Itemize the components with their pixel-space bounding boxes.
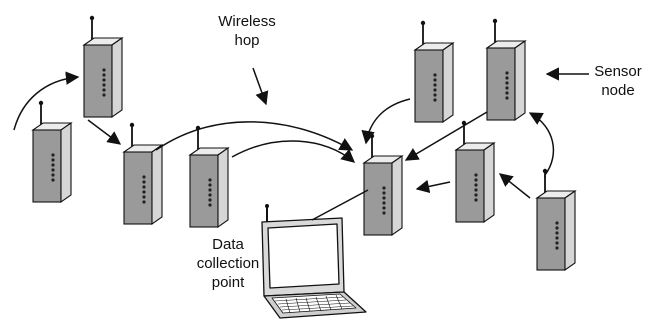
sensor-node-icon (123, 121, 163, 225)
sensor-node-icon (486, 17, 526, 121)
sensor-node-icon (83, 14, 123, 118)
sensor-node-icon (32, 99, 72, 203)
sensor-node-icon (536, 167, 576, 271)
data-collection-label: Data collection point (192, 235, 264, 292)
sensor-node-icon (189, 124, 229, 228)
label-line: point (211, 274, 245, 291)
label-line: hop (234, 32, 260, 49)
laptop-icon (261, 204, 367, 319)
sensor-node-icon (363, 132, 403, 236)
sensor-node-icon (414, 19, 454, 123)
arrow-icon (13, 67, 589, 221)
label-line: node (601, 82, 635, 99)
sensor-node-label: Sensor node (590, 62, 646, 100)
wireless-hop-label: Wireless hop (208, 12, 286, 50)
label-line: collection (196, 255, 260, 272)
label-line: Wireless (218, 13, 276, 30)
label-line: Sensor (594, 63, 642, 80)
sensor-node-icon (455, 119, 495, 223)
label-line: Data (212, 236, 244, 253)
